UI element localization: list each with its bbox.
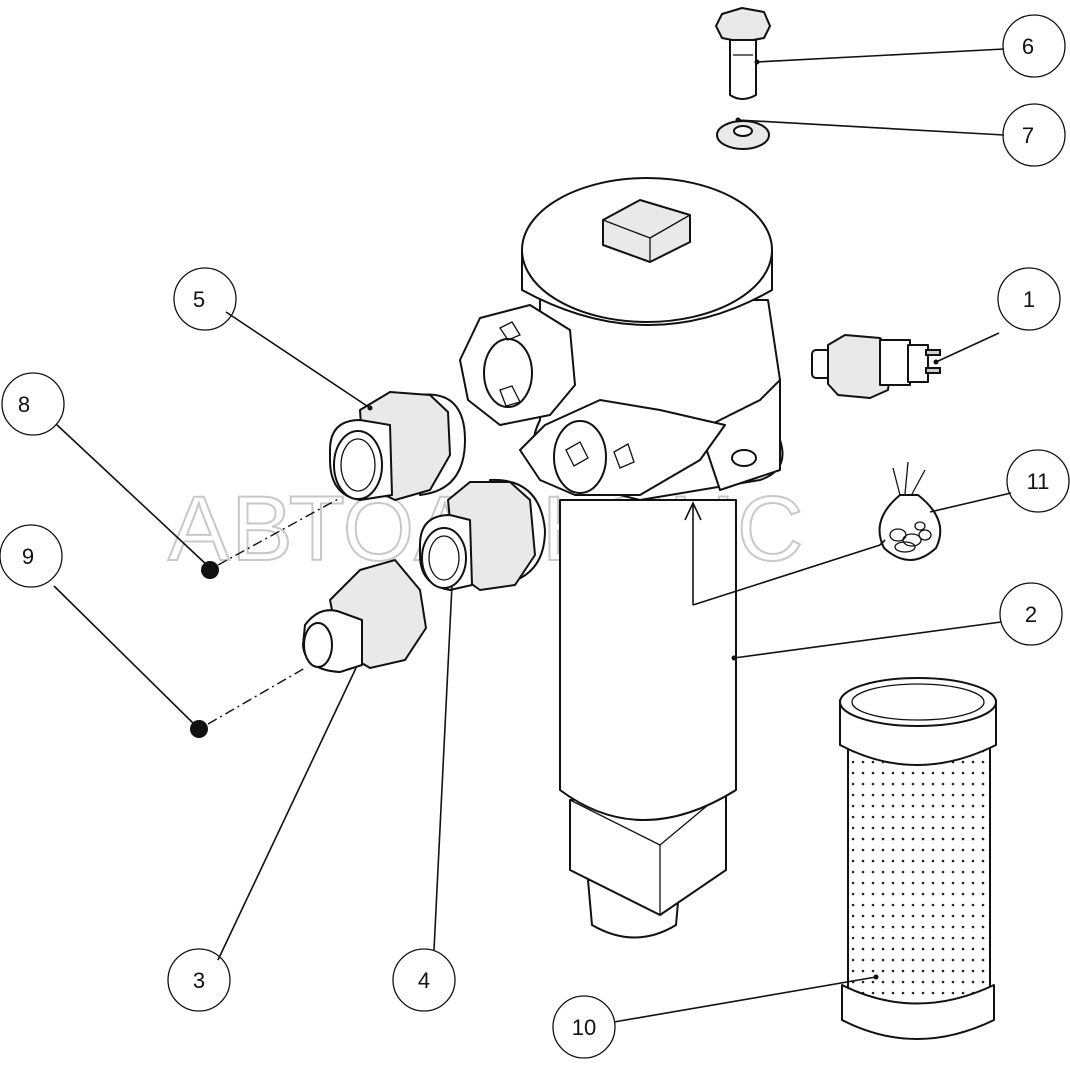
callout-11: 11 — [1006, 449, 1070, 513]
callout-label-4: 4 — [418, 968, 430, 993]
filter-element-part-10 — [839, 677, 997, 1040]
fitting-part-3 — [302, 559, 427, 673]
axis-line-8 — [217, 497, 341, 566]
filter-housing-part-2 — [459, 177, 881, 939]
callout-9: 9 — [0, 524, 63, 588]
callout-label-10: 10 — [572, 1015, 596, 1040]
callout-label-6: 6 — [1022, 34, 1034, 59]
fitting-part-4 — [419, 478, 546, 591]
callout-2: 2 — [999, 582, 1063, 646]
leader-lines — [53, 48, 1012, 1023]
sensor-part-1 — [811, 334, 941, 399]
seal-kit-bag-part-11 — [878, 461, 942, 561]
callout-6: 6 — [1002, 14, 1066, 78]
callout-7: 7 — [1002, 103, 1066, 167]
callout-3: 3 — [167, 948, 231, 1012]
fitting-part-5 — [329, 391, 466, 501]
callout-1: 1 — [997, 267, 1061, 331]
callout-label-7: 7 — [1022, 123, 1034, 148]
callout-4: 4 — [392, 948, 456, 1012]
callout-10: 10 — [552, 995, 616, 1059]
callout-label-3: 3 — [193, 968, 205, 993]
callout-5: 5 — [173, 267, 237, 331]
callout-8: 8 — [1, 372, 65, 436]
callout-label-9: 9 — [22, 544, 34, 569]
callout-label-11: 11 — [1027, 469, 1050, 494]
washer-part-7 — [716, 120, 770, 150]
bolt-part-6 — [715, 7, 771, 100]
ball-part-8 — [201, 561, 219, 579]
callout-label-5: 5 — [193, 287, 205, 312]
callout-label-8: 8 — [18, 392, 30, 417]
axis-line-9 — [207, 667, 306, 725]
callout-label-2: 2 — [1025, 602, 1037, 627]
callout-label-1: 1 — [1023, 287, 1035, 312]
